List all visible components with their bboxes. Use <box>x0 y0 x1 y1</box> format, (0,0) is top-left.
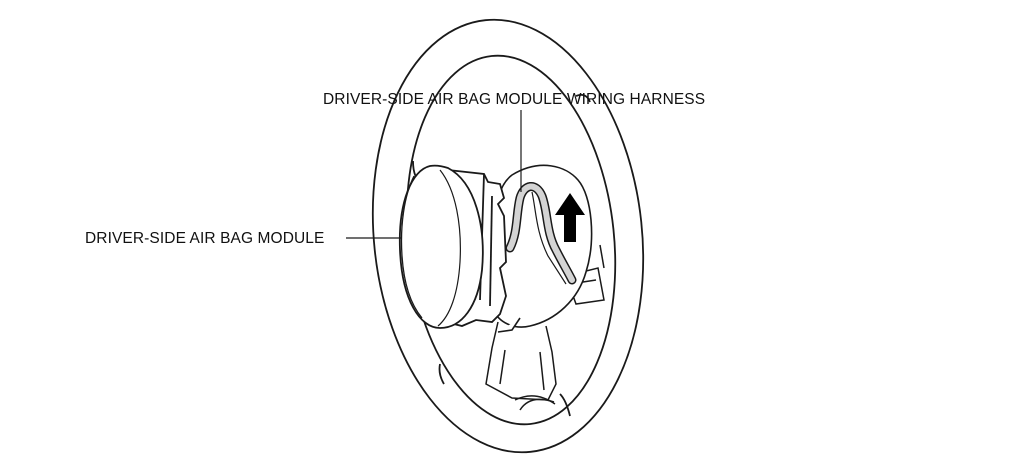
air-bag-module-label: DRIVER-SIDE AIR BAG MODULE <box>85 230 325 247</box>
up-arrow-icon <box>555 193 585 242</box>
steering-wheel-rim <box>371 18 645 454</box>
callout-leaders <box>346 110 522 239</box>
air-bag-module <box>398 164 507 329</box>
wiring-harness-label: DRIVER-SIDE AIR BAG MODULE WIRING HARNES… <box>323 91 706 108</box>
lower-spokes <box>485 321 557 411</box>
wiring-harness <box>505 182 577 285</box>
